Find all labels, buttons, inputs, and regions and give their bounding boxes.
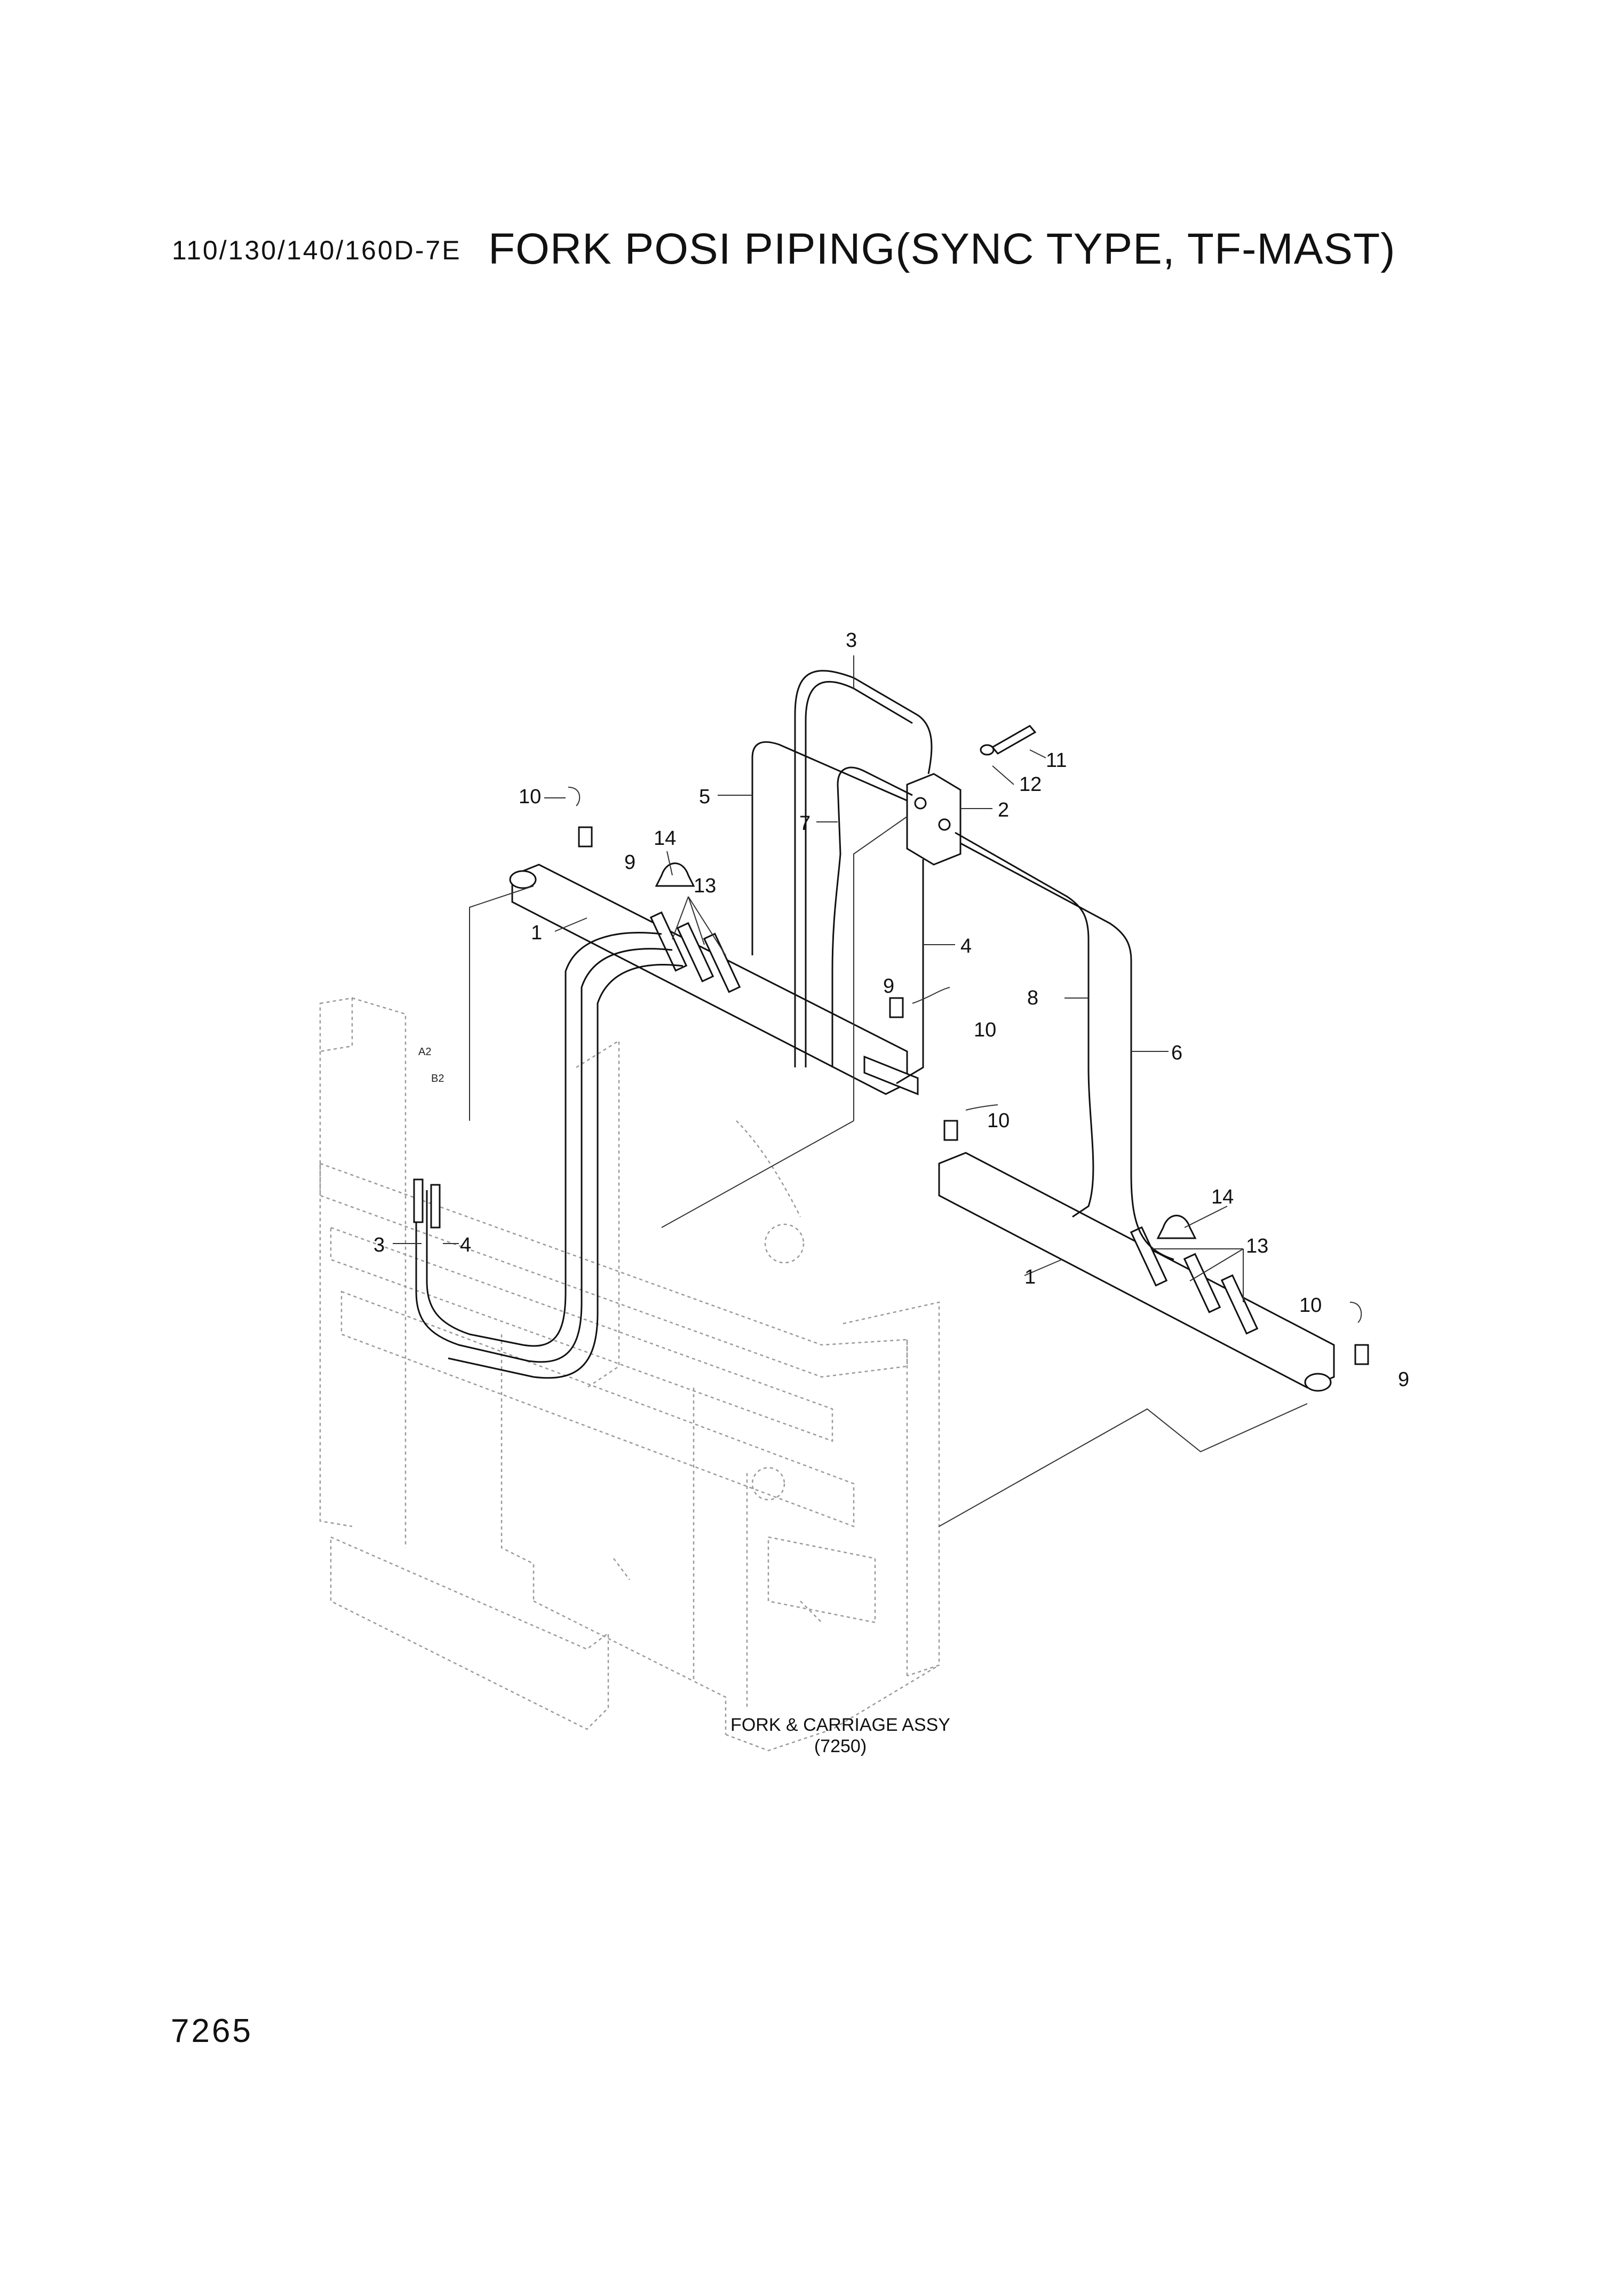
page-number: 7265 [171, 2013, 253, 2049]
callout-3-top: 3 [846, 629, 857, 652]
callout-8: 8 [1027, 987, 1038, 1009]
callout-12: 12 [1019, 773, 1042, 796]
callout-2: 2 [998, 799, 1009, 821]
valve-block [906, 773, 962, 866]
left-cylinder [509, 864, 919, 1096]
clamp-left [655, 862, 695, 887]
callout-10-mid: 10 [974, 1019, 996, 1041]
callout-3-bottom: 3 [374, 1234, 385, 1256]
bolt-and-washer [980, 725, 1037, 756]
callout-5: 5 [699, 786, 710, 808]
callout-13-left: 13 [694, 875, 716, 897]
callout-14-left: 14 [654, 827, 676, 850]
callout-9-right: 9 [1398, 1368, 1409, 1391]
hose-routing [413, 670, 1174, 1379]
callout-4-mid: 4 [960, 935, 972, 957]
reference-assembly-number: (7250) [814, 1736, 867, 1756]
callout-9-mid: 9 [883, 975, 894, 997]
reference-lines [469, 816, 1308, 1527]
callout-10-right: 10 [1299, 1294, 1322, 1317]
model-number: 110/130/140/160D-7E [172, 235, 462, 265]
callout-1-right: 1 [1024, 1266, 1036, 1288]
pins-and-split-pins [568, 787, 1369, 1365]
callout-4-bottom: 4 [460, 1234, 471, 1256]
clamp-right [1156, 1215, 1197, 1239]
right-cylinder [938, 1152, 1335, 1392]
callout-9-left: 9 [624, 851, 635, 874]
port-label-b2: B2 [431, 1073, 444, 1084]
callout-14-right: 14 [1211, 1186, 1234, 1208]
callout-13-right: 13 [1246, 1235, 1268, 1257]
callout-10-mid2: 10 [987, 1110, 1010, 1132]
callout-7: 7 [799, 812, 811, 835]
callout-10-left: 10 [519, 786, 541, 808]
fork-carriage-ghost [319, 997, 940, 1752]
reference-assembly-name: FORK & CARRIAGE ASSY [730, 1715, 950, 1735]
port-label-a2: A2 [418, 1046, 431, 1058]
page-title: FORK POSI PIPING(SYNC TYPE, TF-MAST) [488, 225, 1396, 273]
callout-1-left: 1 [531, 922, 542, 944]
callout-6: 6 [1171, 1042, 1182, 1064]
callout-leaders [393, 655, 1244, 1302]
callout-11: 11 [1046, 749, 1067, 772]
